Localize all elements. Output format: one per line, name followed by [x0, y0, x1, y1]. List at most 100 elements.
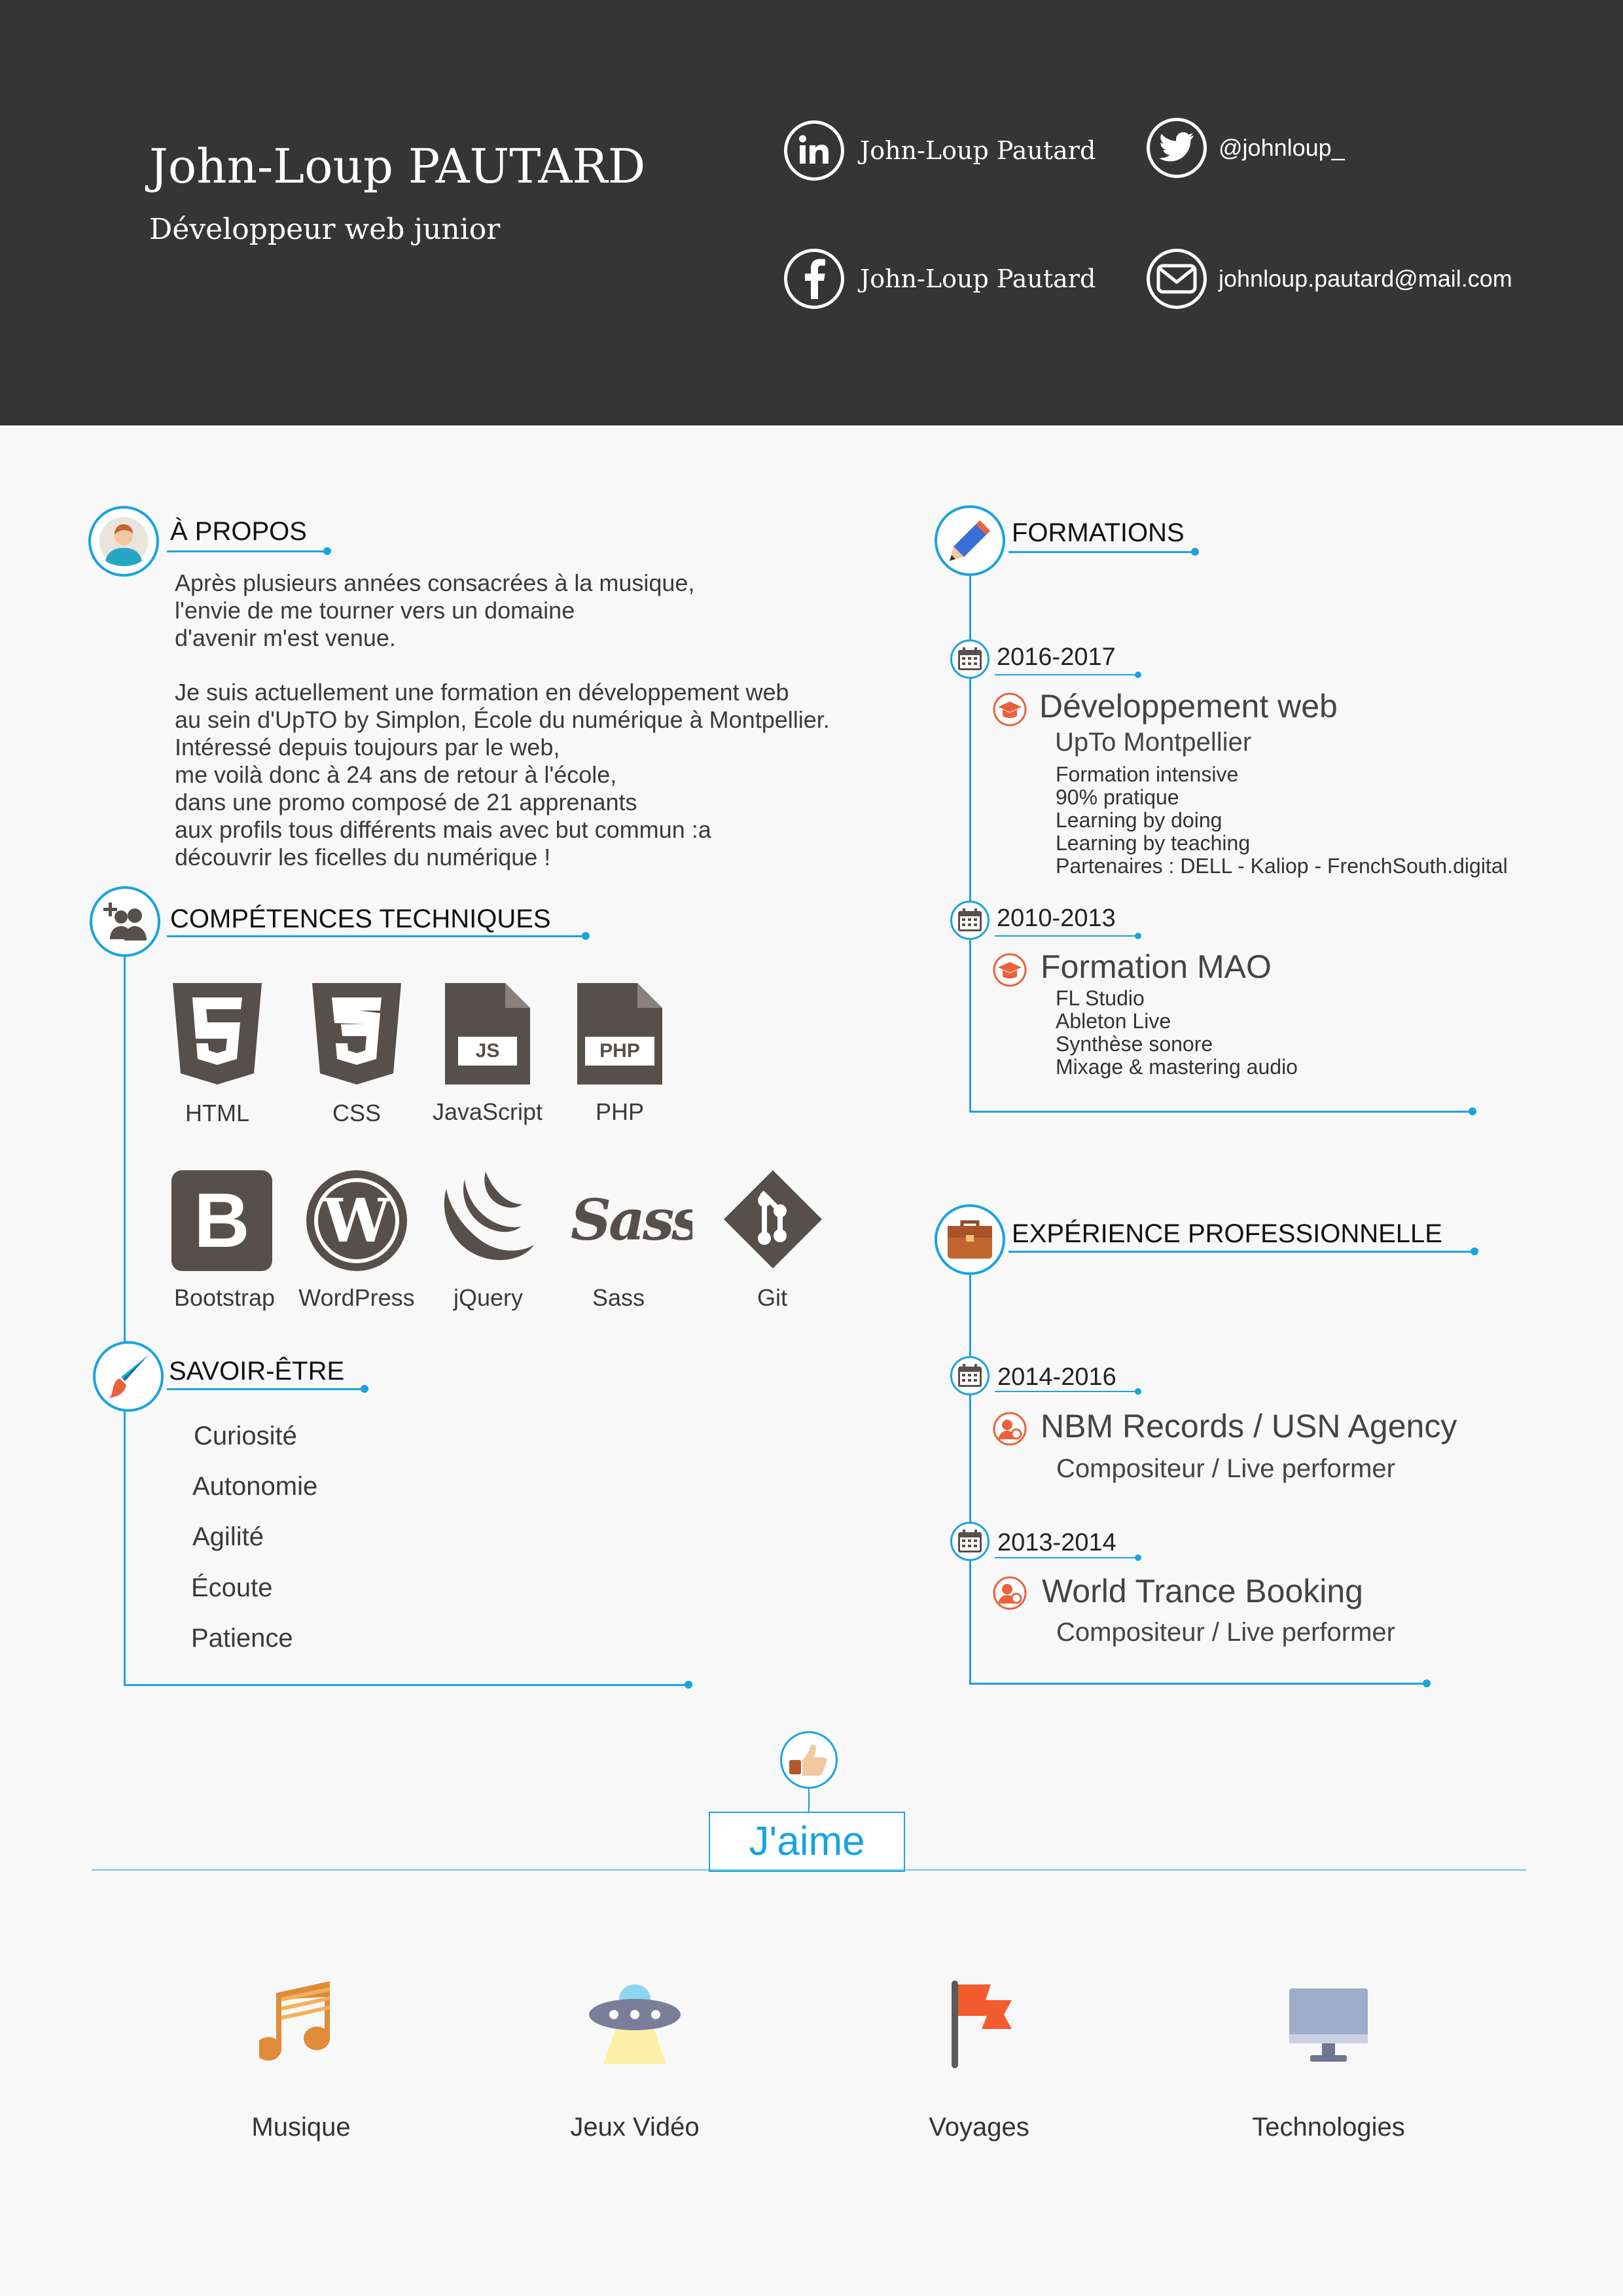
formation-details: FL Studio Ableton Live Synthèse sonore M… [1056, 986, 1298, 1079]
php-badge: PHP [585, 1037, 654, 1066]
experience-date-dot [1135, 1388, 1141, 1395]
experience-timeline [969, 1275, 971, 1685]
bootstrap-icon: B [171, 1170, 272, 1271]
wordpress-icon: W [306, 1170, 407, 1271]
about-paragraph-2: Je suis actuellement une formation en dé… [175, 679, 830, 870]
formations-title: FORMATIONS [1012, 518, 1185, 547]
php-file-icon: PHP [577, 983, 662, 1085]
graduation-cap-icon [993, 953, 1027, 987]
skills-icon-ring [90, 886, 160, 957]
formations-underline-dot [1191, 548, 1199, 556]
calendar-icon [958, 1364, 982, 1387]
header-banner [0, 0, 1623, 425]
thumbs-up-icon [789, 1744, 827, 1776]
briefcase-icon [948, 1220, 992, 1259]
wordpress-glyph: W [314, 1178, 399, 1263]
experience-dates: 2014-2016 [997, 1363, 1116, 1391]
soft-skill-item: Agilité [192, 1522, 264, 1551]
skill-label-jquery: jQuery [453, 1284, 524, 1311]
pencil-icon [950, 520, 990, 561]
linkedin-contact[interactable]: John-Loup Pautard [784, 120, 1096, 181]
formation-dates: 2016-2017 [997, 643, 1116, 671]
calendar-icon [958, 908, 982, 931]
linkedin-icon [784, 120, 844, 181]
skill-label-bootstrap: Bootstrap [173, 1284, 276, 1311]
users-add-icon [103, 903, 147, 941]
worker-icon [993, 1412, 1027, 1446]
about-underline-dot [323, 547, 331, 555]
experience-date-dot [1135, 1554, 1141, 1561]
twitter-contact[interactable]: @johnloup_ [1147, 118, 1345, 178]
like-label-music: Musique [251, 2113, 351, 2142]
sass-icon: Sass [571, 1187, 692, 1253]
paintbrush-icon [109, 1355, 149, 1398]
likes-icon-ring [780, 1731, 838, 1789]
experience-company: World Trance Booking [1042, 1573, 1363, 1609]
calendar-icon [958, 647, 982, 670]
facebook-icon [784, 249, 844, 309]
experience-company: NBM Records / USN Agency [1041, 1408, 1457, 1444]
soft-skills-underline-dot [361, 1385, 368, 1393]
calendar-icon [958, 1530, 982, 1552]
formation-title: Formation MAO [1041, 948, 1272, 985]
calendar-icon-ring [950, 639, 990, 679]
html5-icon [173, 983, 262, 1085]
facebook-contact[interactable]: John-Loup Pautard [784, 249, 1096, 309]
candidate-name: John-Loup PAUTARD [149, 139, 646, 194]
skill-label-javascript: JavaScript [432, 1098, 543, 1125]
skills-title: COMPÉTENCES TECHNIQUES [170, 905, 551, 933]
likes-title: J'aime [749, 1819, 865, 1864]
experience-icon-ring [935, 1204, 1005, 1275]
formations-underline [1008, 551, 1195, 553]
soft-skill-item: Curiosité [194, 1422, 297, 1450]
formation-date-underline [995, 674, 1139, 675]
likes-title-box [709, 1812, 905, 1872]
skill-label-wordpress: WordPress [298, 1284, 415, 1311]
about-underline [167, 550, 327, 552]
soft-skill-item: Autonomie [192, 1472, 318, 1501]
monitor-icon [1289, 1988, 1368, 2062]
left-timeline-end-dot [685, 1681, 692, 1689]
calendar-icon-ring [950, 901, 990, 940]
ufo-icon [589, 1984, 681, 2064]
git-icon [724, 1170, 822, 1268]
left-timeline [124, 956, 126, 1686]
experience-role: Compositeur / Live performer [1056, 1618, 1395, 1647]
likes-divider [92, 1869, 1526, 1871]
experience-role: Compositeur / Live performer [1056, 1454, 1395, 1483]
experience-underline [1008, 1251, 1474, 1253]
skill-label-php: PHP [595, 1098, 645, 1125]
experience-title: EXPÉRIENCE PROFESSIONNELLE [1012, 1219, 1442, 1248]
calendar-icon-ring [950, 1356, 990, 1395]
skill-label-sass: Sass [592, 1284, 645, 1311]
experience-dates: 2013-2014 [997, 1529, 1116, 1556]
formations-timeline [969, 576, 971, 1113]
calendar-icon-ring [950, 1522, 990, 1561]
experience-underline-dot [1471, 1247, 1478, 1255]
formations-timeline-end [969, 1111, 1473, 1113]
email-contact[interactable]: johnloup.pautard@mail.com [1147, 249, 1512, 309]
formation-dates: 2010-2013 [997, 905, 1116, 932]
linkedin-handle: John-Loup Pautard [860, 136, 1096, 165]
email-icon [1147, 249, 1207, 309]
left-timeline-end [124, 1684, 690, 1686]
person-icon [99, 517, 148, 566]
skill-label-html: HTML [185, 1100, 249, 1126]
like-label-technology: Technologies [1252, 2113, 1405, 2142]
graduation-cap-icon [993, 692, 1027, 726]
like-label-travel: Voyages [929, 2113, 1029, 2142]
soft-skills-underline [167, 1388, 365, 1390]
job-title: Développeur web junior [149, 213, 501, 246]
js-file-icon: JS [445, 983, 530, 1085]
formation-title: Développement web [1039, 688, 1338, 725]
twitter-icon [1147, 118, 1207, 178]
skill-label-git: Git [757, 1284, 787, 1311]
facebook-handle: John-Loup Pautard [860, 264, 1096, 293]
formations-timeline-end-dot [1469, 1107, 1476, 1115]
twitter-handle: @johnloup_ [1219, 134, 1345, 161]
music-note-icon [259, 1981, 330, 2061]
skills-underline-dot [582, 932, 590, 940]
experience-date-underline [995, 1557, 1139, 1558]
about-paragraph-1: Après plusieurs années consacrées à la m… [175, 569, 695, 651]
likes-connector [808, 1789, 810, 1812]
